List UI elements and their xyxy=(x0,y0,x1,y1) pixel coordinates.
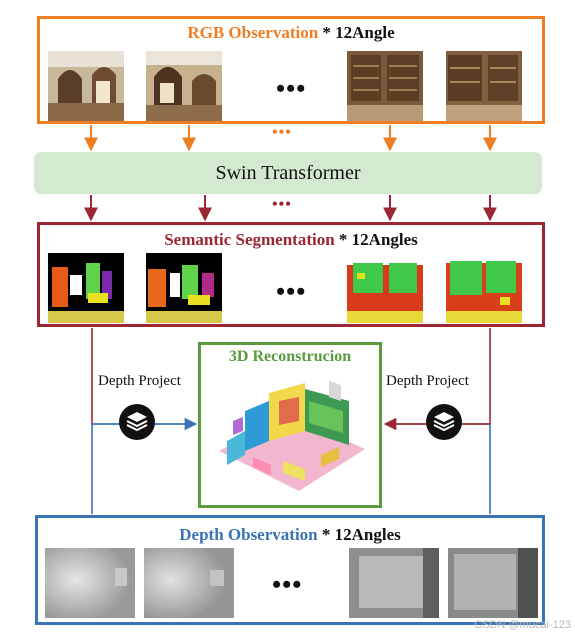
depth-observation-box: Depth Observation * 12Angles ••• xyxy=(35,515,545,625)
seg-ellipsis: ••• xyxy=(276,277,307,306)
watermark: CSDN @mucai-123 xyxy=(474,619,571,631)
rgb-observation-box: RGB Observation * 12Angle ••• xyxy=(37,16,545,124)
seg-title: Semantic Segmentation * 12Angles xyxy=(164,230,418,249)
depth-image-2 xyxy=(144,548,234,618)
layers-icon xyxy=(118,403,156,441)
seg-image-1 xyxy=(48,253,124,323)
rgb-image-1 xyxy=(48,51,124,121)
rgb-image-12 xyxy=(446,51,522,121)
reconstruction-box: 3D Reconstrucion xyxy=(198,342,382,508)
reconstruction-image xyxy=(219,381,365,491)
layers-icon xyxy=(425,403,463,441)
depth-ellipsis: ••• xyxy=(272,570,303,599)
seg-image-11 xyxy=(347,253,423,323)
rgb-ellipsis: ••• xyxy=(276,74,307,103)
swin-transformer-bar: Swin Transformer xyxy=(34,152,542,194)
semantic-segmentation-box: Semantic Segmentation * 12Angles ••• xyxy=(37,222,545,327)
rgb-to-swin-arrows xyxy=(84,125,497,152)
seg-image-2 xyxy=(146,253,222,323)
depth-project-label-left: Depth Project xyxy=(98,373,181,389)
rgb-image-11 xyxy=(347,51,423,121)
red-arrow-dots: ••• xyxy=(272,196,292,213)
depth-image-1 xyxy=(45,548,135,618)
recon-title: 3D Reconstrucion xyxy=(228,348,352,365)
rgb-title: RGB Observation * 12Angle xyxy=(187,23,395,42)
depth-image-12 xyxy=(448,548,538,618)
depth-title: Depth Observation * 12Angles xyxy=(179,525,401,544)
rgb-image-2 xyxy=(146,51,222,121)
depth-image-11 xyxy=(349,548,439,618)
depth-project-label-right: Depth Project xyxy=(386,373,469,389)
orange-arrow-dots: ••• xyxy=(272,124,292,141)
seg-image-12 xyxy=(446,253,522,323)
swin-to-seg-arrows xyxy=(84,195,497,222)
